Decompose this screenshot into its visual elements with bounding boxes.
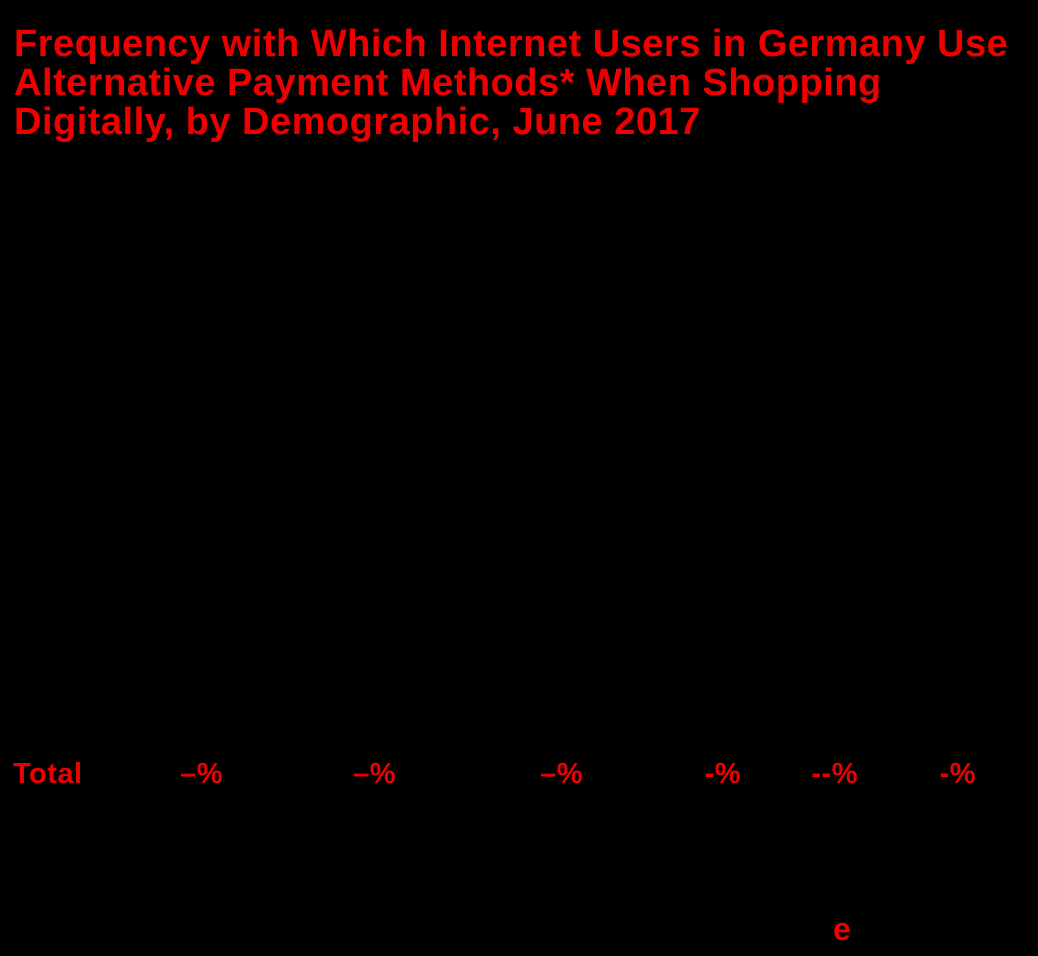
- total-value-3: –%: [540, 758, 583, 790]
- total-value-1: –%: [180, 758, 223, 790]
- table-row-total: Total –% –% –% -% --% -%: [0, 760, 1038, 790]
- chart-title-line-2: Alternative Payment Methods* When Shoppi…: [14, 62, 882, 104]
- chart-title-line-1: Frequency with Which Internet Users in G…: [14, 23, 1009, 65]
- chart-title-line-3: Digitally, by Demographic, June 2017: [14, 101, 701, 143]
- total-value-5: --%: [811, 758, 858, 790]
- total-value-6: -%: [939, 758, 976, 790]
- emarketer-logo-e-icon: e: [833, 911, 851, 947]
- total-value-4: -%: [704, 758, 741, 790]
- total-value-2: –%: [353, 758, 396, 790]
- total-row-label: Total: [13, 758, 83, 790]
- chart-title: Frequency with Which Internet Users in G…: [14, 25, 1028, 142]
